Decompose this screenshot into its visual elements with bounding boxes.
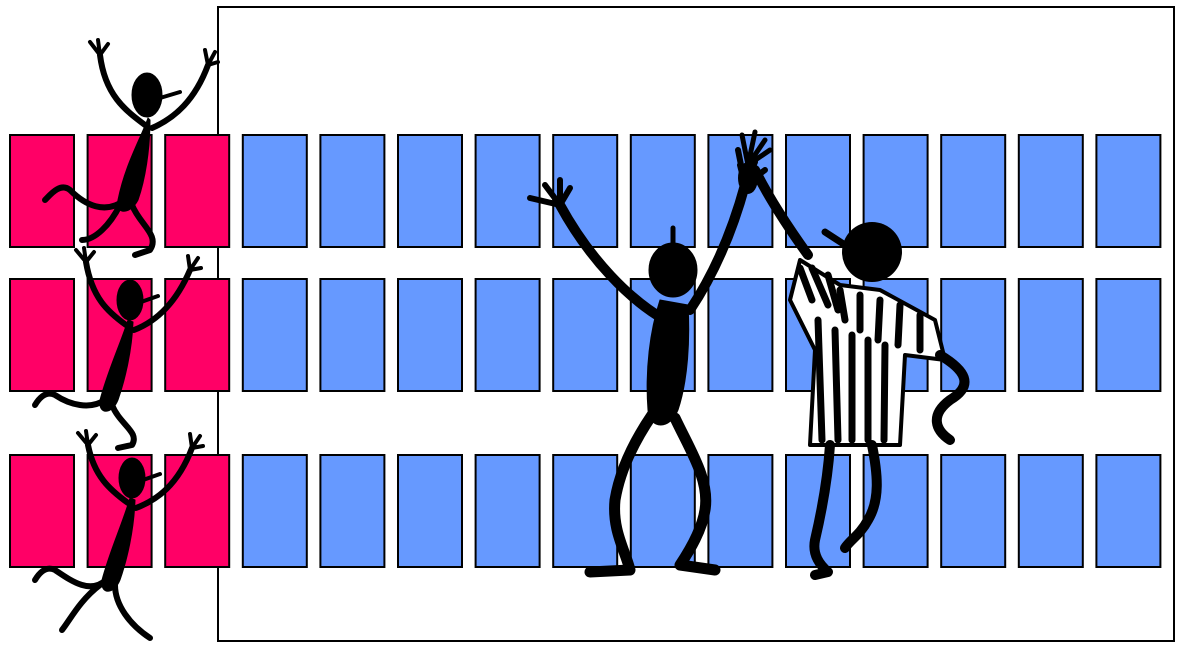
stick-figure-cheering-icon (530, 150, 765, 572)
stick-figure-climbing-icon (35, 248, 201, 448)
stick-figure-climbing-icon (45, 40, 218, 255)
stick-figure-climbing-icon (35, 431, 203, 638)
referee-figure-icon (738, 132, 964, 575)
